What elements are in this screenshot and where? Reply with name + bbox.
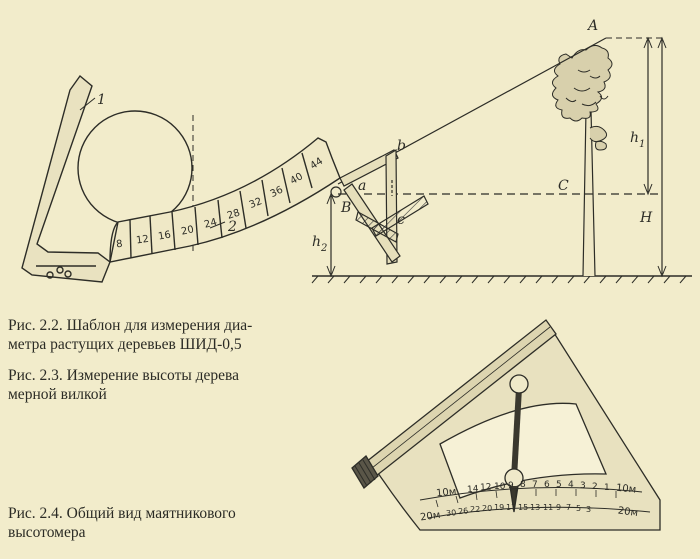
scale-top-label: 3 <box>580 481 586 491</box>
label-h1: h1 <box>630 130 645 150</box>
fig23-labels: A b a B C c h1 H h2 <box>312 18 653 254</box>
fig24-scale-labels: 10м 14 12 10 9 8 7 6 5 4 3 2 1 10м 20м 3… <box>419 480 638 523</box>
scale-top-label: 4 <box>568 480 574 490</box>
scale-top-label: 7 <box>532 480 538 490</box>
caption-line: Рис. 2.4. Общий вид маятникового <box>8 505 236 522</box>
scale-tick: 36 <box>269 185 285 200</box>
scale-bottom-label: 20м <box>419 510 441 524</box>
scale-bottom-label: 7 <box>566 503 571 512</box>
scale-top-label: 10м <box>436 486 457 499</box>
caption-line: высотомера <box>8 524 86 541</box>
point-a: a <box>358 178 366 194</box>
scale-top-label: 1 <box>604 483 610 493</box>
fig23-height-measurement <box>311 36 692 284</box>
scale-bottom-label: 20 <box>482 504 492 513</box>
scale-tick: 16 <box>157 230 171 243</box>
scale-tick: 32 <box>248 196 264 211</box>
eyepiece <box>351 455 379 489</box>
fig24-pendulum-altimeter <box>351 319 661 531</box>
scale-tick: 8 <box>116 239 123 251</box>
point-A: A <box>586 18 598 34</box>
scale-bottom-label: 22 <box>470 505 480 514</box>
scale-top-label: 6 <box>544 480 550 490</box>
scale-top-label: 10м <box>615 483 636 496</box>
point-C: C <box>558 178 569 194</box>
scale-tick: 28 <box>226 207 242 221</box>
fig22-diameter-template <box>21 74 341 283</box>
measuring-fork <box>339 148 429 265</box>
scale-tick: 20 <box>180 224 195 237</box>
scale-bottom-label: 17 <box>506 503 516 512</box>
scale-top-label: 9 <box>508 481 514 491</box>
scale-bottom-label: 5 <box>576 504 581 513</box>
part-label-1: 1 <box>97 92 106 108</box>
scale-bottom-label: 19 <box>494 503 504 512</box>
scale-tick: 12 <box>135 234 149 247</box>
caption-line: Рис. 2.3. Измерение высоты дерева <box>8 367 240 384</box>
observer-eye <box>330 186 342 198</box>
point-b: b <box>397 138 406 154</box>
scale-window <box>439 402 607 499</box>
pendulum-pivot <box>509 374 529 394</box>
scale-bottom-label: 3 <box>586 505 591 514</box>
scale-bottom-label: 30 <box>446 508 457 518</box>
scale-bottom-label: 11 <box>543 503 553 512</box>
scale-bottom-label: 9 <box>556 503 561 512</box>
caption-line: мерной вилкой <box>8 386 107 403</box>
label-H: H <box>639 210 653 226</box>
scale-bottom-label: 20м <box>617 505 639 519</box>
caption-line: Рис. 2.2. Шаблон для измерения диа- <box>8 317 253 334</box>
scale-bottom-label: 26 <box>458 506 469 516</box>
scale-top-label: 2 <box>592 482 598 492</box>
point-B: B <box>340 200 351 216</box>
scale-top-label: 12 <box>480 483 492 494</box>
scale-tick: 24 <box>203 217 218 231</box>
scale-top-label: 14 <box>467 484 479 495</box>
caption-fig-2-2: Рис. 2.2. Шаблон для измерения диа- метр… <box>8 316 338 354</box>
scale-top-label: 5 <box>556 480 562 490</box>
scale-bottom-label: 13 <box>530 503 540 512</box>
part-label-2: 2 <box>227 219 237 235</box>
scale-top-label: 10 <box>494 482 506 492</box>
tree-crown <box>552 44 613 151</box>
caption-fig-2-4: Рис. 2.4. Общий вид маятникового высотом… <box>8 504 338 542</box>
scale-bottom-label: 15 <box>518 503 528 512</box>
point-c: c <box>397 212 405 228</box>
label-h2: h2 <box>312 234 327 254</box>
caption-line: метра растущих деревьев ШИД-0,5 <box>8 336 242 353</box>
tree-cross-section <box>77 110 193 226</box>
caption-fig-2-3: Рис. 2.3. Измерение высоты дерева мерной… <box>8 366 338 404</box>
scale-top-label: 8 <box>520 480 526 490</box>
pendulum-rod <box>511 387 522 479</box>
